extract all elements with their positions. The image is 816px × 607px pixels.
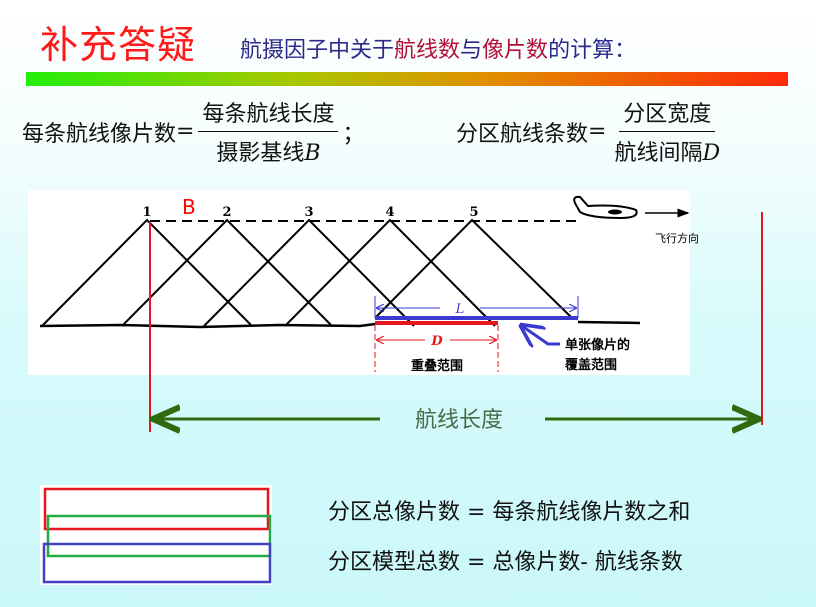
subtitle-part: 与	[460, 38, 483, 63]
formula-route-count: 分区航线条数 = 分区宽度 航线间隔D	[456, 96, 728, 167]
baseline-label: B	[182, 195, 196, 219]
formula-lhs: 每条航线像片数	[22, 121, 177, 147]
coverage-caption-line1: 单张像片的	[565, 337, 630, 353]
equals-sign: =	[588, 119, 607, 144]
route-length-label: 航线长度	[415, 408, 504, 433]
denominator-text: 摄影基线	[216, 141, 305, 166]
strip-green	[46, 514, 272, 558]
total-models-equation: 分区模型总数 = 总像片数- 航线条数	[328, 550, 683, 575]
coverage-caption-line2: 覆盖范围	[565, 357, 617, 373]
total-photos-equation: 分区总像片数 = 每条航线像片数之和	[328, 500, 691, 525]
station-label: 5	[469, 205, 478, 220]
separator: ；	[342, 121, 365, 147]
formula-photos-per-route: 每条航线像片数 = 每条航线长度 摄影基线B ；	[22, 96, 364, 167]
subtitle-part: 航摄因子中关于	[240, 38, 395, 63]
strip-red	[43, 487, 270, 531]
station-label: 3	[304, 205, 313, 220]
overlap-caption: 重叠范围	[411, 358, 463, 374]
denominator: 摄影基线B	[212, 132, 324, 167]
denominator-text: 航线间隔	[614, 141, 703, 166]
coverage-length-label: L	[455, 302, 465, 317]
station-label: 1	[142, 205, 151, 220]
fraction: 每条航线长度 摄影基线B	[198, 96, 339, 167]
slide-subtitle: 航摄因子中关于航线数与像片数的计算：	[240, 32, 636, 64]
ground-line	[39, 320, 641, 329]
gradient-divider	[26, 72, 788, 86]
formula-lhs: 分区航线条数	[456, 121, 589, 147]
flight-direction-label: 飞行方向	[655, 231, 699, 245]
coverage-pointer-arrow	[522, 326, 560, 344]
route-strips-illustration	[40, 485, 272, 585]
photo-cones	[41, 218, 573, 327]
subtitle-part: 的计算：	[548, 38, 637, 63]
strip-blue	[42, 542, 272, 584]
denominator: 航线间隔D	[610, 132, 724, 167]
subtitle-highlight: 航线数	[394, 38, 461, 63]
numerator: 分区宽度	[619, 96, 716, 132]
denominator-var: B	[304, 141, 321, 166]
fraction: 分区宽度 航线间隔D	[610, 96, 724, 167]
slide-title: 补充答疑	[40, 23, 197, 67]
station-label: 2	[222, 205, 231, 220]
station-label: 4	[385, 205, 394, 220]
airplane-icon	[573, 195, 638, 220]
denominator-var: D	[702, 141, 721, 166]
overlap-length-label: D	[430, 334, 443, 349]
numerator: 每条航线长度	[198, 96, 339, 132]
equals-sign: =	[176, 119, 195, 144]
subtitle-highlight: 像片数	[482, 38, 549, 63]
